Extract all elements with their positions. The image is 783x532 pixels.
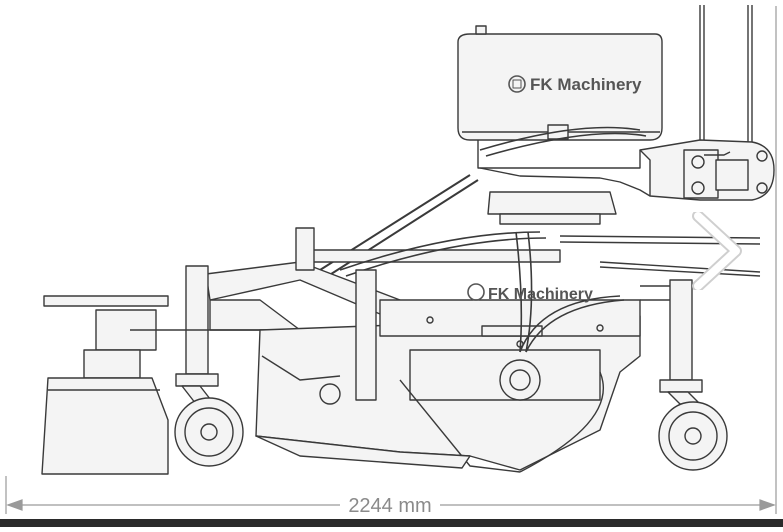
lift-frame xyxy=(205,227,561,331)
brand-text-top: FK Machinery xyxy=(530,75,642,94)
main-brush xyxy=(399,359,605,473)
dimension-line xyxy=(5,6,777,514)
hydraulic-hoses xyxy=(339,126,647,353)
image-bottom-edge xyxy=(0,519,783,527)
left-caster xyxy=(174,265,244,467)
water-tank xyxy=(457,25,663,169)
mast-rods xyxy=(699,5,753,150)
brush-housing xyxy=(255,299,641,471)
scraper-blade xyxy=(255,435,471,469)
brand-logo-top xyxy=(508,75,526,93)
dimension-label: 2244 mm xyxy=(348,495,431,517)
mounting-bracket xyxy=(639,139,775,201)
side-brush-arm xyxy=(41,295,290,475)
brand-logo-frame xyxy=(467,283,485,301)
next-arrow-button[interactable] xyxy=(690,210,744,292)
chevron-right-icon xyxy=(692,210,742,292)
centre-post xyxy=(261,269,377,405)
right-caster xyxy=(640,279,728,471)
brand-text-frame: FK Machinery xyxy=(488,286,593,303)
